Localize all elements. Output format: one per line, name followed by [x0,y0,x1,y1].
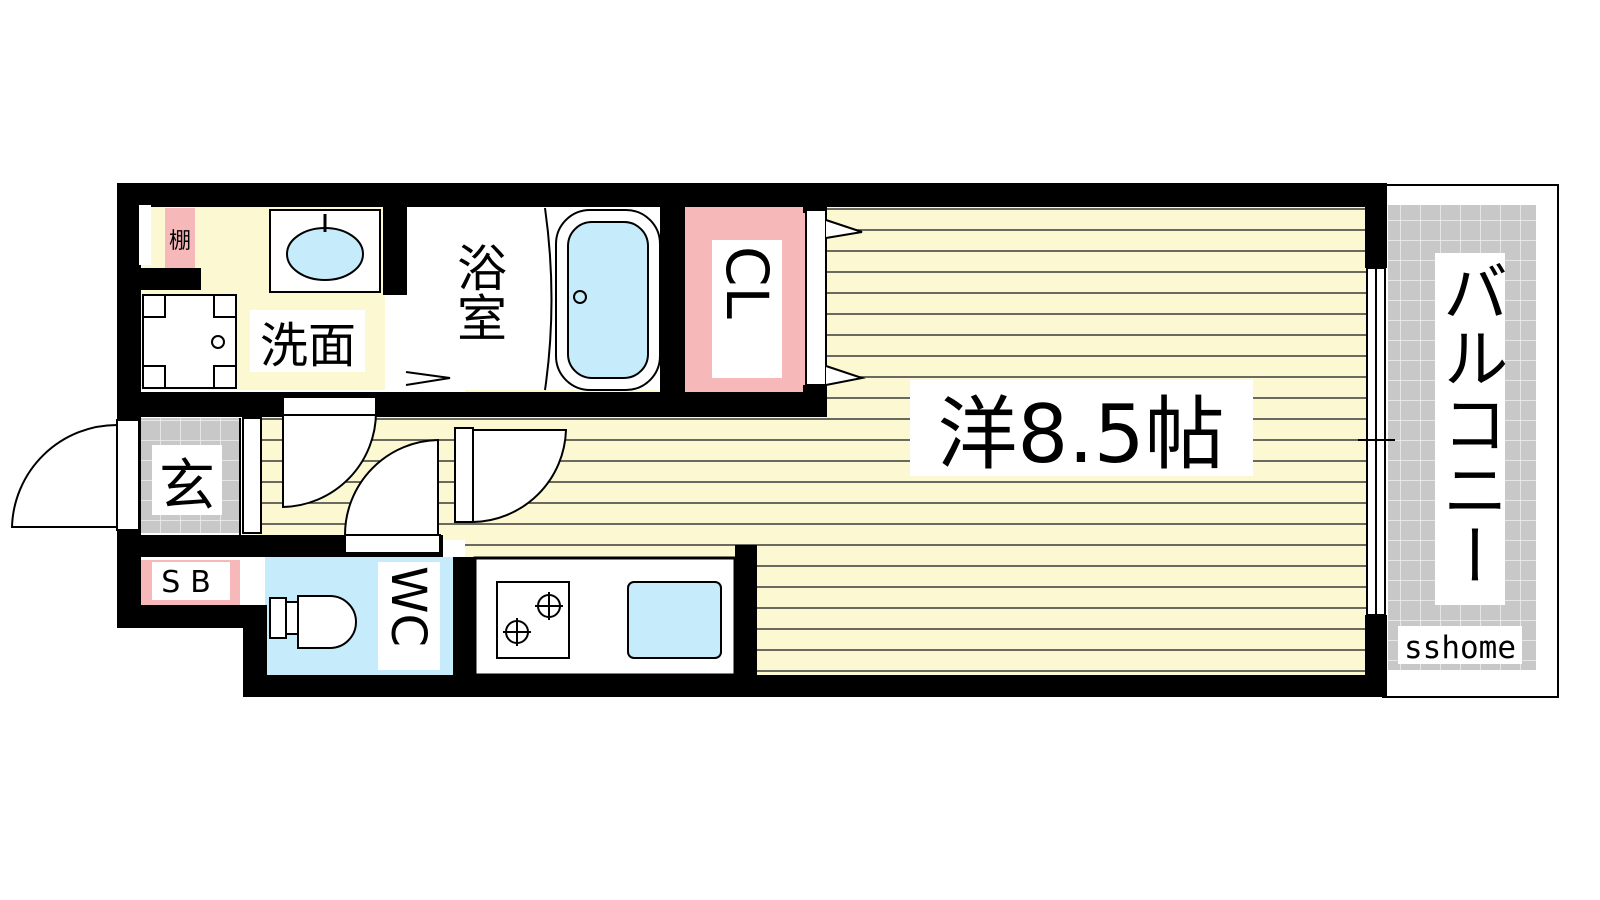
sink-icon [269,209,381,293]
main-room-label-box [910,380,1253,476]
toilet-door [343,438,441,554]
washroom-door [282,396,378,509]
closet-label-box [712,240,782,378]
stove-icon [496,581,570,659]
watermark-box [1398,626,1522,664]
shoe-box-label-box [152,562,230,600]
balcony-label-box [1435,253,1505,605]
entrance-label: 玄 [159,454,215,519]
closet-label: CL [713,246,781,319]
toilet-label: WC [380,566,436,647]
entrance-label-box [152,445,222,515]
washroom-label-box [250,310,365,372]
watermark: sshome [1404,630,1516,666]
door-frame [242,417,262,534]
bathtub-icon [555,209,661,391]
balcony: バルコニー sshome [1382,184,1559,698]
bath-door [405,371,451,386]
shoe-box-label: SB [161,565,221,600]
toilet-icon [269,595,357,649]
shelf-label: 棚 [169,229,191,254]
room-door [454,427,568,524]
shelf-floor [165,208,195,268]
entrance-door [10,419,140,531]
window [1358,267,1395,616]
walls [117,183,1387,697]
washer-pan [142,294,237,389]
washroom-label: 洗面 [260,318,356,374]
toilet-label-box [378,562,440,670]
bath-curve-wall [544,207,553,391]
kitchen-sink-icon [627,581,722,659]
main-room-label: 洋8.5帖 [937,388,1224,481]
balcony-label: バルコニー [1432,258,1509,588]
closet-doors [805,209,866,386]
bath-label: 浴室 [449,242,507,342]
